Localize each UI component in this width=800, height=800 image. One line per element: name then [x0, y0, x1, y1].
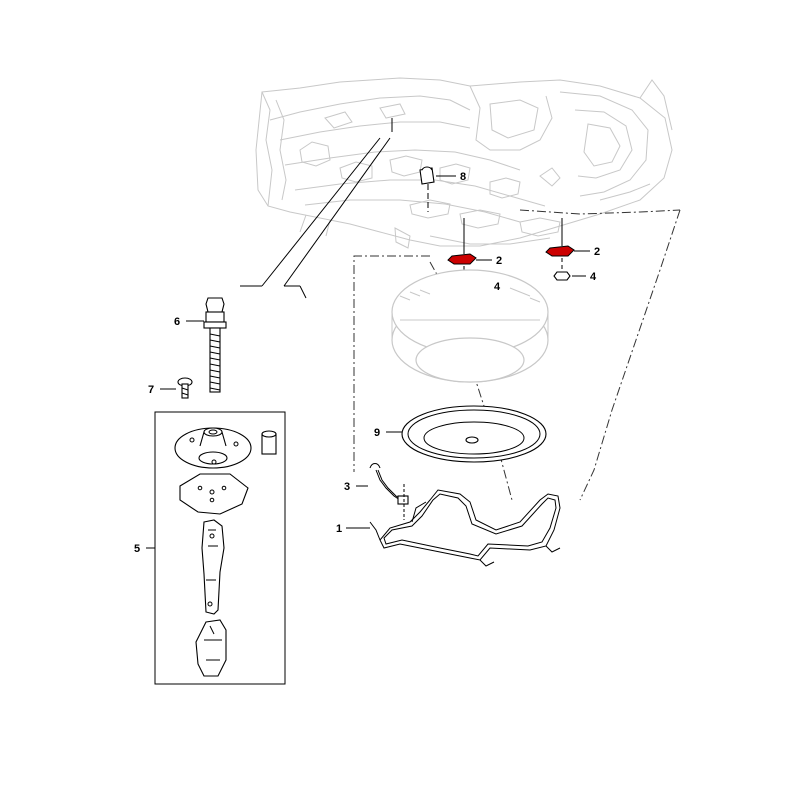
strap-part-3: [356, 462, 409, 520]
retaining-clip-part-2-left: [447, 218, 492, 280]
vehicle-underbody: [255, 77, 673, 249]
retaining-clip-part-2-right: [545, 218, 590, 270]
callout-5: 5: [134, 543, 140, 555]
callout-7: 7: [148, 384, 154, 396]
callout-3: 3: [344, 481, 350, 493]
callout-2-right: 2: [594, 246, 600, 258]
callout-9: 9: [374, 427, 380, 439]
nut-part-4-right: [553, 271, 586, 281]
callout-4-left: 4: [494, 281, 501, 293]
callout-4-right: 4: [590, 271, 597, 283]
wheel-cover-part-9: [386, 405, 547, 463]
assembly-leader-lines: [240, 118, 393, 299]
screw-part-7: [160, 377, 193, 399]
callout-6: 6: [174, 316, 180, 328]
jack-screw-part-6: [186, 297, 227, 393]
callout-8: 8: [460, 171, 466, 183]
callout-labels: 1 2 2 3 4 4 5 6 7 8 9: [134, 171, 600, 555]
wire-frame-part-1: [346, 489, 561, 567]
bumper-part-8: [419, 166, 456, 212]
callout-1: 1: [336, 523, 342, 535]
spare-tyre: [391, 269, 549, 383]
jack-assembly-part-5: [146, 411, 286, 685]
callout-2-left: 2: [496, 255, 502, 267]
